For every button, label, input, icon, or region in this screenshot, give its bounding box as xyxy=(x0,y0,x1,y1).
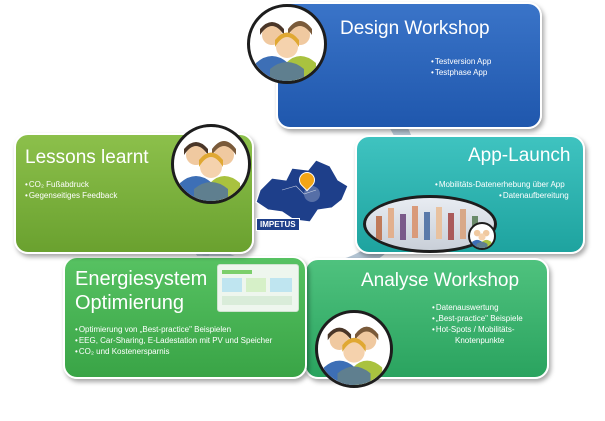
dashboard-thumbnail xyxy=(217,264,299,312)
lessons-learnt-list: CO₂ Fußabdruck Gegenseitiges Feedback xyxy=(25,179,118,201)
lessons-learnt-title: Lessons learnt xyxy=(25,147,149,168)
analyse-workshop-title: Analyse Workshop xyxy=(361,270,520,291)
list-item: Hot-Spots / Mobilitäts- xyxy=(432,324,523,335)
list-item: Datenauswertung xyxy=(432,302,523,313)
list-item: Optimierung von „Best-practice" Beispiel… xyxy=(75,324,272,335)
list-item: Testphase App xyxy=(431,67,491,78)
energiesystem-title-line1: Energiesystem xyxy=(75,268,208,290)
people-group-icon xyxy=(171,124,251,204)
app-launch-list: Mobilitäts-Datenerhebung über App Datena… xyxy=(435,179,569,201)
people-group-icon xyxy=(468,222,496,250)
app-launch-title: App-Launch xyxy=(468,145,571,166)
energiesystem-box: Energiesystem Optimierung Optimierung vo… xyxy=(63,256,307,379)
list-item: EEG, Car-Sharing, E-Ladestation mit PV u… xyxy=(75,335,272,346)
list-item: Gegenseitiges Feedback xyxy=(25,190,118,201)
list-item: CO₂ und Kostenersparnis xyxy=(75,346,272,357)
app-launch-box: App-Launch Mobilitäts-Datenerhebung über… xyxy=(355,135,585,254)
list-item: CO₂ Fußabdruck xyxy=(25,179,117,190)
energiesystem-title-line2: Optimierung xyxy=(75,292,184,314)
design-workshop-title: Design Workshop xyxy=(340,18,490,39)
list-item: Knotenpunkte xyxy=(455,336,505,345)
list-item: Testversion App xyxy=(431,56,491,67)
energiesystem-list: Optimierung von „Best-practice" Beispiel… xyxy=(75,324,272,357)
impetus-label: IMPETUS xyxy=(256,218,300,231)
people-group-icon xyxy=(247,4,327,84)
design-workshop-list: Testversion App Testphase App xyxy=(431,56,491,78)
list-item: Datenaufbereitung xyxy=(435,190,569,201)
region-map: IMPETUS xyxy=(252,150,352,232)
list-item: Mobilitäts-Datenerhebung über App xyxy=(435,179,569,190)
analyse-workshop-list: Datenauswertung „Best-practice" Beispiel… xyxy=(432,302,523,346)
energiesystem-title: Energiesystem Optimierung xyxy=(75,267,207,315)
people-group-icon xyxy=(315,310,393,388)
list-item: „Best-practice" Beispiele xyxy=(432,313,523,324)
